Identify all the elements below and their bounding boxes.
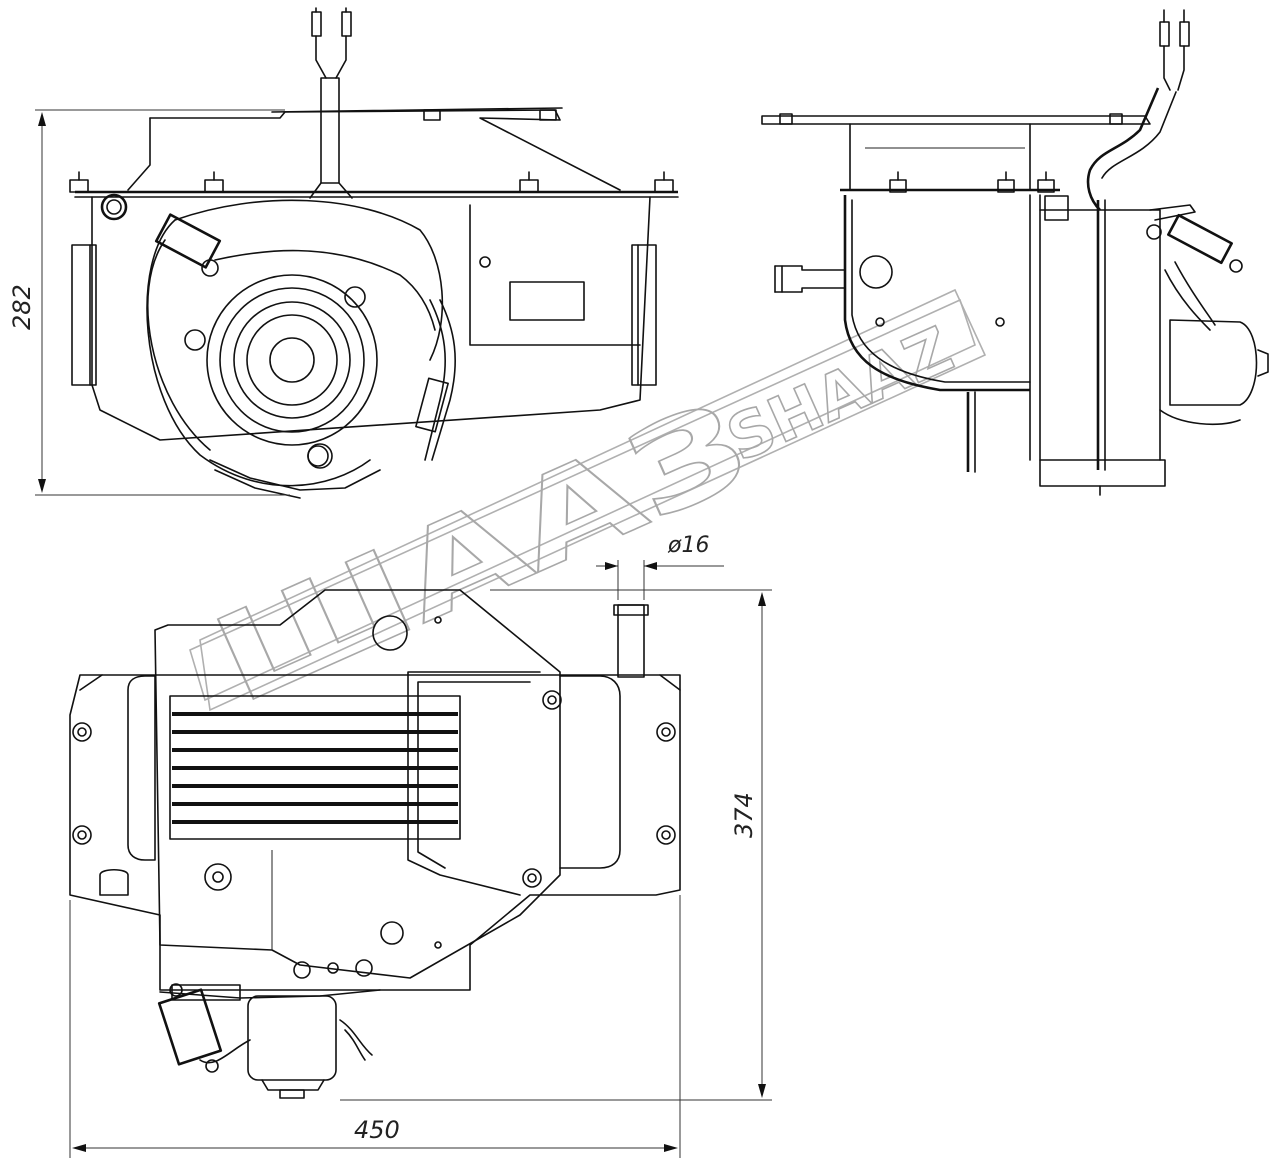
- dim-pipe-diameter: ø16: [596, 533, 724, 600]
- front-connector: [309, 7, 353, 199]
- dim-label-diameter: ø16: [667, 533, 709, 558]
- top-bolts: [72, 690, 676, 979]
- dim-label-282: 282: [8, 284, 36, 330]
- dim-height-top: 374: [340, 589, 772, 1101]
- dim-label-450: 450: [354, 1116, 400, 1144]
- side-view: [761, 9, 1269, 496]
- dim-height-front: 282: [8, 109, 290, 496]
- watermark-logo: ШААЗ SHAAZ: [189, 288, 987, 732]
- top-view: [69, 589, 681, 1099]
- top-motor: [157, 983, 381, 1099]
- louver-grille: [169, 695, 461, 840]
- dim-width-top: 450: [69, 895, 681, 1158]
- watermark-text-latin: SHAAZ: [716, 312, 963, 475]
- side-connector: [1086, 9, 1190, 211]
- front-view: [69, 7, 679, 499]
- front-small-motor: [154, 213, 222, 277]
- dim-label-374: 374: [730, 792, 758, 838]
- front-bolts: [69, 109, 674, 193]
- side-motor: [1146, 204, 1269, 426]
- pipe-outlet: [613, 604, 649, 678]
